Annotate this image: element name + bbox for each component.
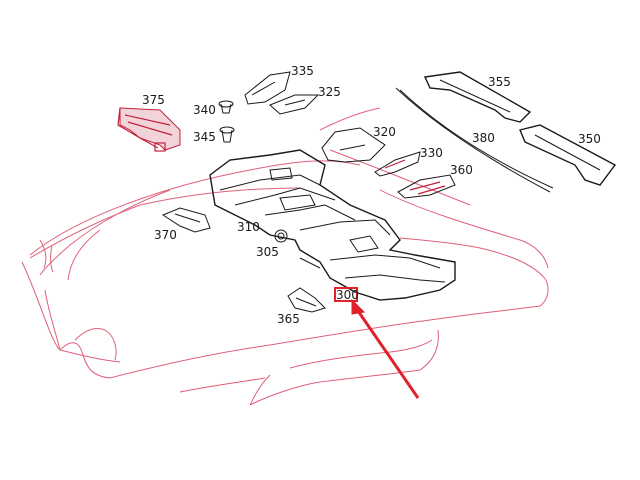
label-350: 350 (578, 132, 601, 146)
highlight-box-300 (334, 287, 358, 302)
label-305: 305 (256, 245, 279, 259)
label-380: 380 (472, 131, 495, 145)
part-320-cover[interactable] (321, 127, 386, 163)
part-345-clip[interactable] (219, 126, 235, 143)
part-305-grommet[interactable] (274, 229, 288, 243)
label-310: 310 (237, 220, 260, 234)
part-335-panel[interactable] (244, 71, 291, 105)
part-325-panel[interactable] (269, 94, 320, 115)
part-350-strip[interactable] (519, 124, 617, 186)
label-370: 370 (154, 228, 177, 242)
label-325: 325 (318, 85, 341, 99)
label-320: 320 (373, 125, 396, 139)
label-345: 345 (193, 130, 216, 144)
vehicle-body-outline (21, 107, 549, 406)
part-310-floor-panel[interactable] (209, 149, 456, 301)
part-370-piece[interactable] (161, 207, 211, 233)
pointer-arrow (351, 298, 420, 399)
label-335: 335 (291, 64, 314, 78)
part-380-rod[interactable] (395, 87, 554, 193)
label-355: 355 (488, 75, 511, 89)
label-365: 365 (277, 312, 300, 326)
part-330-insert[interactable] (374, 151, 421, 177)
label-375: 375 (142, 93, 165, 107)
label-340: 340 (193, 103, 216, 117)
part-340-clip[interactable] (218, 100, 234, 114)
label-360: 360 (450, 163, 473, 177)
part-355-strip[interactable] (423, 71, 532, 123)
part-360-insert[interactable] (397, 174, 456, 199)
part-365-piece[interactable] (287, 287, 326, 313)
label-330: 330 (420, 146, 443, 160)
label-300[interactable]: 300 (336, 288, 359, 302)
part-375-bracket[interactable] (117, 107, 181, 152)
